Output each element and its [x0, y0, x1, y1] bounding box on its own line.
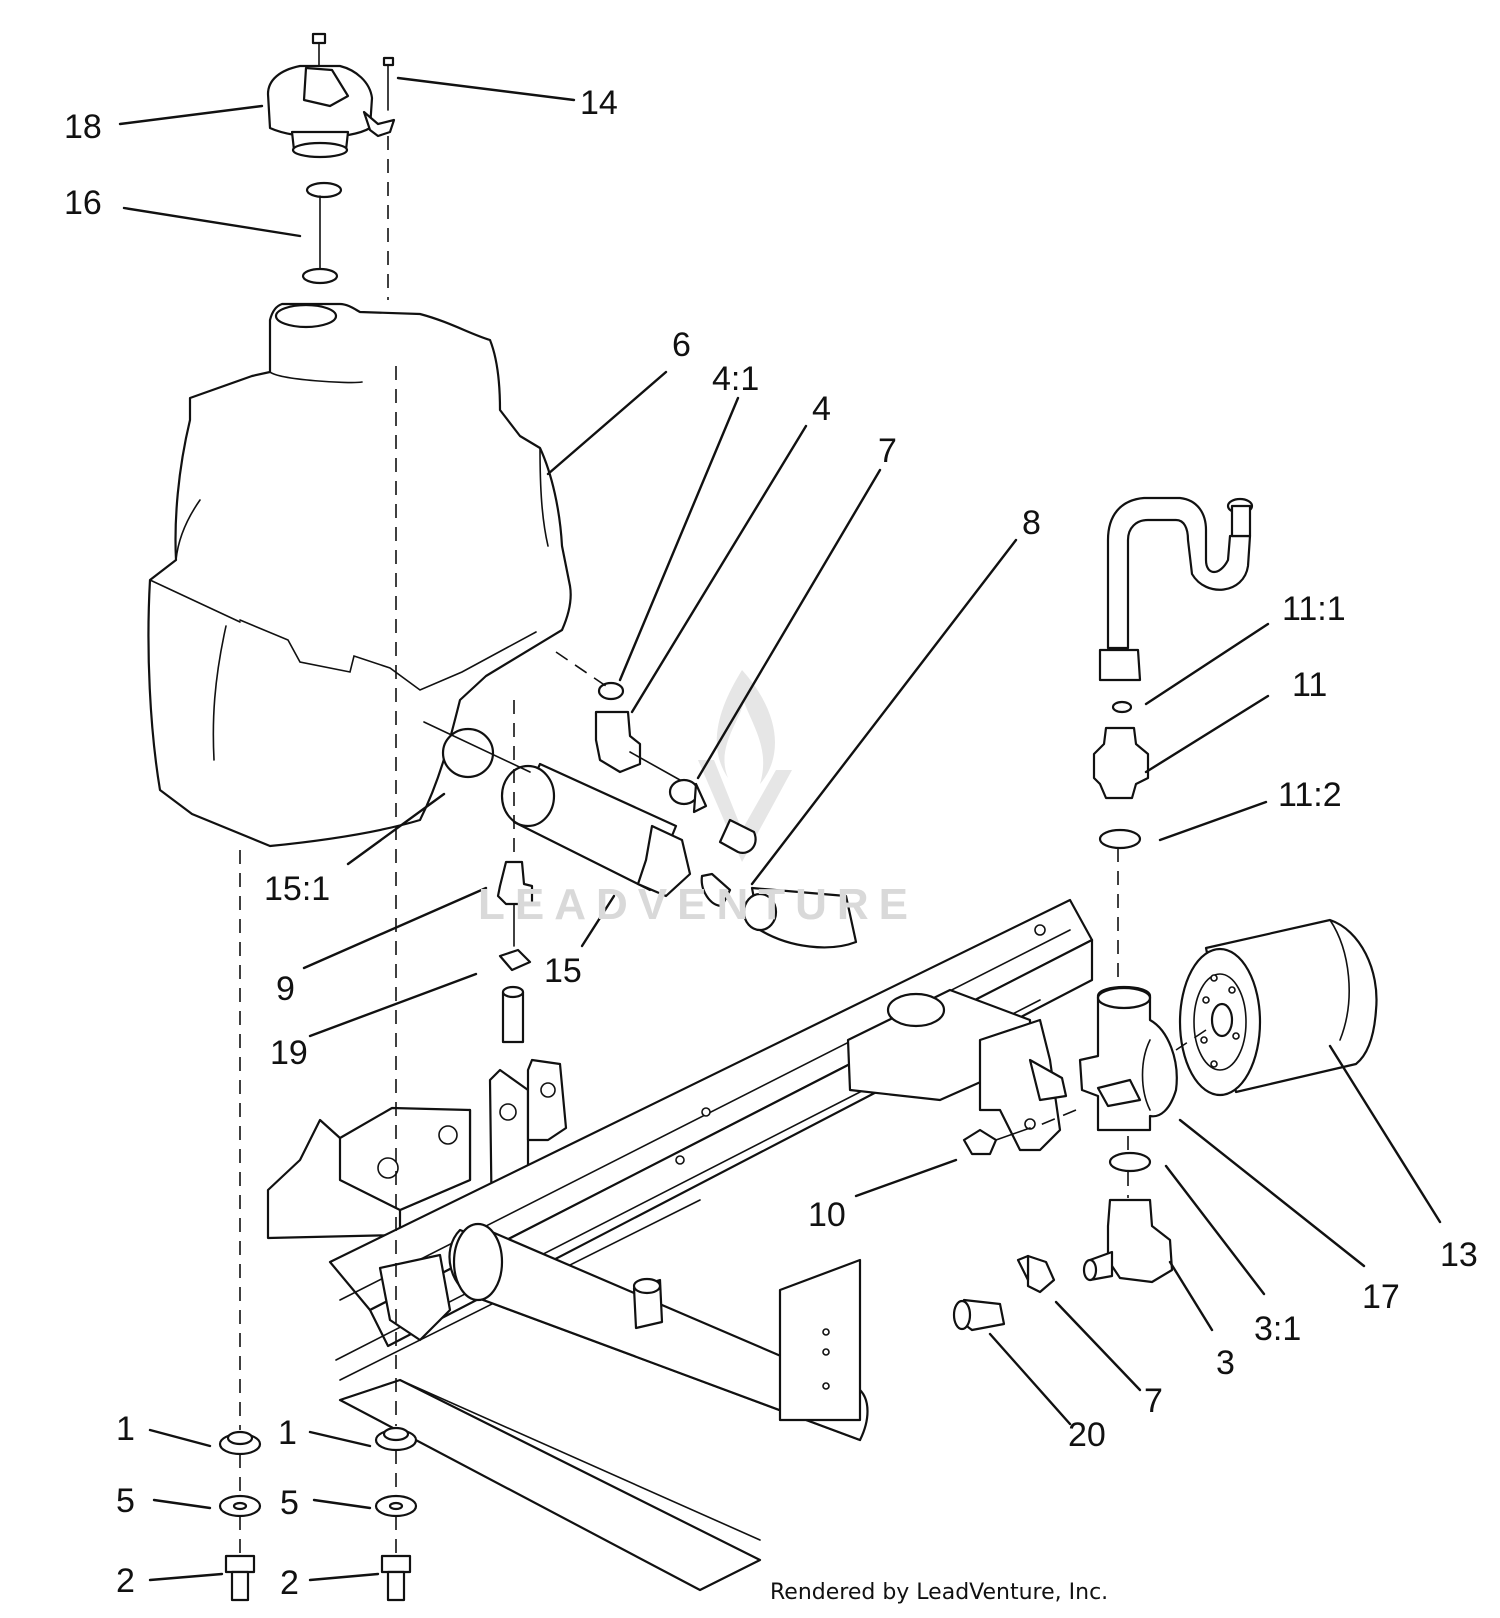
- screw-10: [962, 1127, 1031, 1156]
- fuel-line-pipe: [1092, 496, 1254, 980]
- callout-10: 10: [808, 1196, 846, 1234]
- watermark-text: LEADVENTURE: [478, 880, 919, 929]
- callout-labels: 18 14 16 6 4:1 4 7 8 11:1 11 11:2 15:1 9…: [64, 84, 1478, 1602]
- callout-1-right: 1: [278, 1414, 297, 1452]
- callout-leader-lines: [118, 76, 1442, 1582]
- callout-2-left: 2: [116, 1562, 135, 1600]
- mount-hardware-left: [218, 1430, 262, 1602]
- callout-4-1: 4:1: [712, 360, 759, 398]
- lower-fittings: [952, 1151, 1174, 1332]
- callout-11-1: 11:1: [1282, 590, 1346, 628]
- callout-20: 20: [1068, 1416, 1106, 1454]
- callout-7-lower: 7: [1144, 1382, 1163, 1420]
- callout-15-1: 15:1: [264, 870, 330, 908]
- fuel-cap-assembly: [266, 32, 396, 285]
- oil-filter: [1178, 918, 1378, 1097]
- callout-3-1: 3:1: [1254, 1310, 1301, 1348]
- callout-2-right: 2: [280, 1564, 299, 1602]
- callout-4: 4: [812, 390, 831, 428]
- render-credit: Rendered by LeadVenture, Inc.: [770, 1580, 1109, 1605]
- callout-19: 19: [270, 1034, 308, 1072]
- mount-hardware-right: [374, 1426, 418, 1602]
- callout-6: 6: [672, 326, 691, 364]
- callout-7-upper: 7: [878, 432, 897, 470]
- callout-11-2: 11:2: [1278, 776, 1342, 814]
- callout-5-right: 5: [280, 1484, 299, 1522]
- flame-logo-icon: [698, 670, 792, 862]
- callout-8: 8: [1022, 504, 1041, 542]
- callout-18: 18: [64, 108, 102, 146]
- callout-15: 15: [544, 952, 582, 990]
- callout-1-left: 1: [116, 1410, 135, 1448]
- callout-16: 16: [64, 184, 102, 222]
- callout-9: 9: [276, 970, 295, 1008]
- tank-outlet-fittings: [555, 651, 757, 854]
- fuel-filter-assembly: [423, 721, 858, 949]
- frame-assembly: [266, 898, 1094, 1592]
- callout-17: 17: [1362, 1278, 1400, 1316]
- callout-13: 13: [1440, 1236, 1478, 1274]
- vent-fittings: [496, 860, 534, 1044]
- fuel-tank: [147, 302, 572, 848]
- callout-3: 3: [1216, 1344, 1235, 1382]
- callout-14: 14: [580, 84, 618, 122]
- filter-head-assembly: [1078, 986, 1178, 1132]
- assembly-centerlines: [239, 136, 1207, 1554]
- callout-11: 11: [1292, 666, 1327, 704]
- callout-5-left: 5: [116, 1482, 135, 1520]
